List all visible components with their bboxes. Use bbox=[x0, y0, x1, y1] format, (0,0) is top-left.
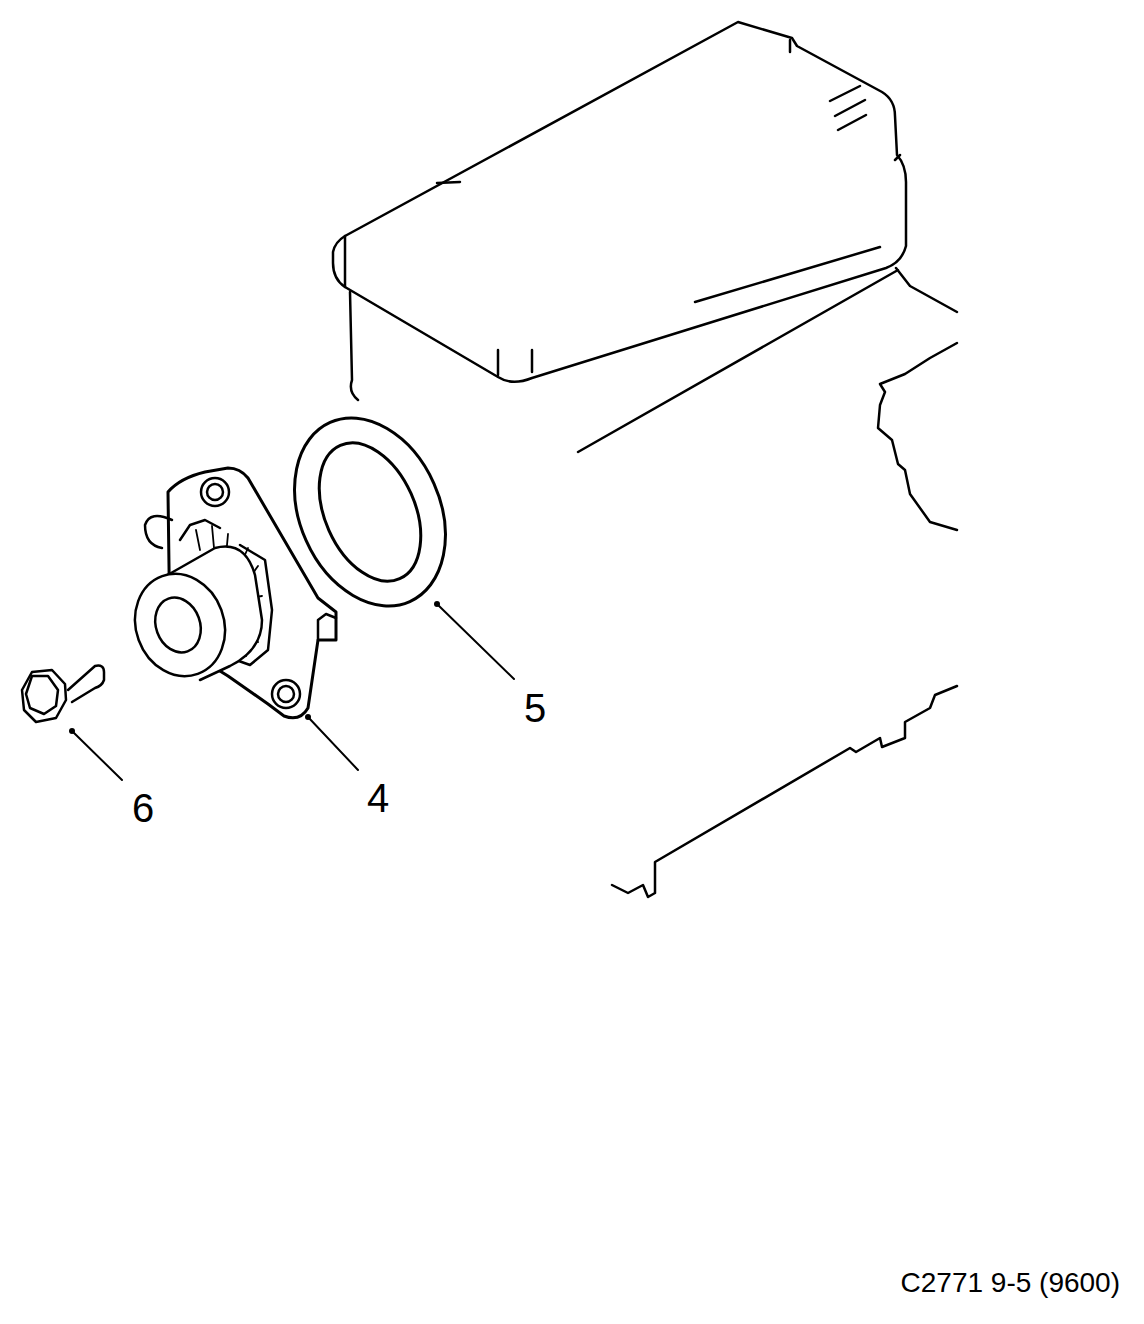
figure-code: C2771 9-5 (9600) bbox=[901, 1269, 1120, 1297]
engine-block bbox=[350, 268, 957, 897]
housing bbox=[121, 468, 336, 718]
callout-number: 6 bbox=[132, 788, 154, 828]
callout-number: 4 bbox=[367, 778, 389, 818]
leader-dots bbox=[69, 601, 440, 734]
leader-lines bbox=[72, 604, 514, 780]
gasket bbox=[266, 394, 474, 630]
cover-detail bbox=[345, 40, 900, 375]
bolt bbox=[22, 666, 104, 722]
engine-cover bbox=[333, 22, 906, 382]
callout-number: 5 bbox=[524, 688, 546, 728]
